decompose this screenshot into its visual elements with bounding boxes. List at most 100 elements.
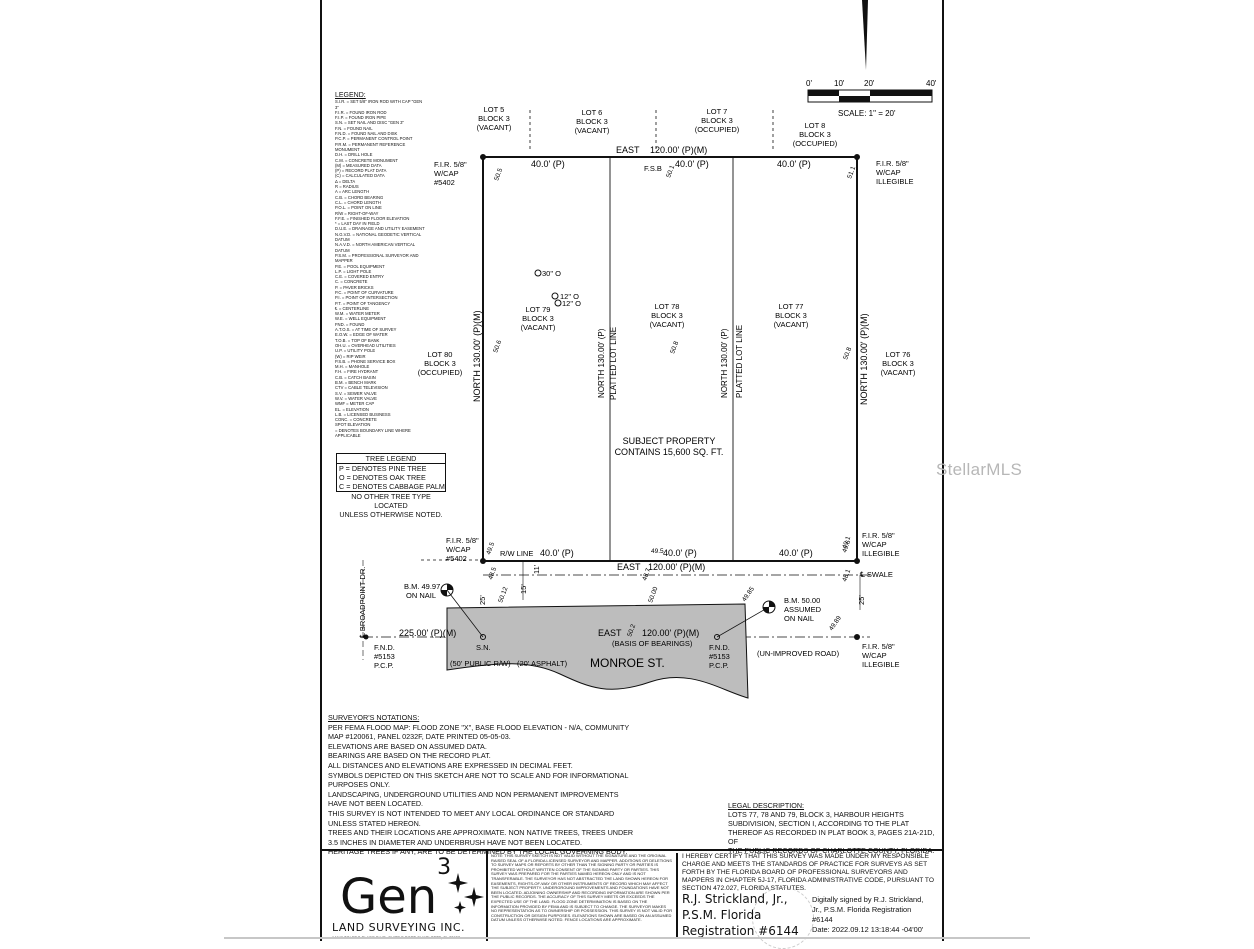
legend-item: C.M. = CONCRETE MONUMENT	[335, 157, 398, 163]
notation-line: THIS SURVEY IS NOT INTENDED TO MEET ANY …	[328, 808, 615, 818]
legend-item: N.A.V.D. = NORTH AMERICAN VERTICAL DATUM	[335, 242, 415, 253]
sn-label: S.N.	[476, 643, 491, 652]
fnd-label: P.C.P.	[709, 661, 729, 670]
legend-item: FND. = FOUND	[335, 321, 365, 327]
segment-label: 40.0' (P)	[663, 548, 697, 558]
scale-label: SCALE: 1" = 20'	[838, 109, 896, 118]
subject-property-label: SUBJECT PROPERTY	[623, 436, 716, 446]
subject-area-label: CONTAINS 15,600 SQ. FT.	[615, 447, 724, 457]
legend-item: F.N. = FOUND NAIL	[335, 125, 373, 131]
legal-description: LEGAL DESCRIPTION: LOTS 77, 78 AND 79, B…	[728, 801, 942, 855]
legend-title: LEGEND:	[335, 92, 366, 99]
side-dimension: NORTH 130.00' (P)(M)	[859, 313, 869, 405]
monument-label: ILLEGIBLE	[862, 549, 900, 558]
scale-tick: 0'	[806, 79, 812, 88]
benchmark-left-icon	[440, 583, 484, 638]
scale-tick: 10'	[834, 79, 845, 88]
lot-label: LOT 6	[582, 108, 603, 117]
tree-legend-item: O = DENOTES OAK TREE	[339, 473, 426, 482]
tree-legend: TREE LEGEND P = DENOTES PINE TREE O = DE…	[336, 453, 446, 492]
notation-line: ELEVATIONS ARE BASED ON ASSUMED DATA.	[328, 741, 487, 751]
digital-signature: Digitally signed by R.J. Strickland, Jr.…	[812, 895, 942, 935]
street-name: MONROE ST.	[590, 656, 665, 670]
legend-item: R = RADIUS	[335, 184, 359, 190]
platted-lot-line: PLATTED LOT LINE	[609, 327, 618, 400]
legend-item: A.T.O.S. = AT TIME OF SURVEY	[335, 327, 397, 333]
north-arrow-icon	[862, 0, 868, 70]
monument-label: #5402	[446, 554, 467, 563]
basis-of-bearings: (BASIS OF BEARINGS)	[612, 639, 693, 648]
lot-label: LOT 80	[428, 350, 453, 359]
fnd-label: #5153	[374, 652, 395, 661]
legend-item: P.C. = POINT OF CURVATURE	[335, 289, 394, 295]
spot-elevation: 49.5	[651, 548, 664, 555]
spot-elevation: 50.12	[497, 586, 509, 604]
watermark: StellarMLS	[936, 460, 1023, 479]
legal-title: LEGAL DESCRIPTION:	[728, 801, 805, 810]
legend-item: U.P. = UTILITY POLE	[335, 348, 376, 354]
lot-label: (OCCUPIED)	[793, 139, 838, 148]
lot-label: BLOCK 3	[478, 114, 510, 123]
spot-elevation: 50.1	[665, 164, 676, 179]
lot-label: LOT 8	[805, 121, 826, 130]
scale-bar: 0' 10' 20' 40' SCALE: 1" = 20'	[806, 79, 937, 118]
monument-label: W/CAP	[862, 540, 887, 549]
fnd-label: F.N.D.	[709, 643, 730, 652]
legend-item: D.U.E. = DRAINAGE AND UTILITY EASEMENT	[335, 226, 425, 232]
legend-item: W.E. = WELL EQUIPMENT	[335, 316, 386, 322]
legend-item: B.M. = BENCH MARK	[335, 380, 377, 386]
digital-line: Date: 2022.09.12 13:18:44 -04'00'	[812, 925, 924, 934]
platted-dimension: NORTH 130.00' (P)	[597, 328, 606, 398]
fnd-label: F.N.D.	[374, 643, 395, 652]
tree-legend-item: C = DENOTES CABBAGE PALM	[339, 482, 445, 491]
legend-item: F.H. = FIRE HYDRANT	[335, 369, 379, 375]
spot-elevation: 48.5	[487, 566, 498, 581]
monument-label: F.I.R. 5/8"	[862, 531, 895, 540]
lot-label: BLOCK 3	[576, 117, 608, 126]
tree-icon	[534, 269, 542, 277]
legend-item: P.S.M. = PROFESSIONAL SURVEYOR AND MAPPE…	[335, 252, 419, 264]
legend-item: C. = CONCRETE	[335, 279, 368, 285]
lot-label: (VACANT)	[477, 123, 512, 132]
rw-line-label: R/W LINE	[500, 549, 533, 558]
legend-item: (W) = RIP WEIR	[335, 353, 366, 359]
signature-line: R.J. Strickland, Jr.,	[682, 892, 788, 906]
lot-label: (VACANT)	[575, 126, 610, 135]
surveyor-notations: SURVEYOR'S NOTATIONS: PER FEMA FLOOD MAP…	[328, 713, 658, 857]
road-width-label: (50' PUBLIC R/W)	[450, 659, 511, 668]
legend-item: CTV = CABLE TELEVISION	[335, 385, 388, 391]
legend-item: N.G.V.D. = NATIONAL GEODETIC VERTICAL DA…	[335, 231, 422, 243]
spot-elevation: 49.89	[828, 614, 843, 632]
monument-label: ILLEGIBLE	[876, 177, 914, 186]
segment-label: 40.0' (P)	[779, 548, 813, 558]
star-icon	[448, 873, 484, 914]
notation-line: ALL DISTANCES AND ELEVATIONS ARE EXPRESS…	[328, 760, 573, 770]
legend-item: C.E. = COVERED ENTRY	[335, 274, 384, 280]
legend-item: W.V. = WATER VALVE	[335, 395, 377, 401]
benchmark-label: B.M. 49.97	[404, 582, 440, 591]
tree-legend-item: P = DENOTES PINE TREE	[339, 464, 427, 473]
subject-boundary	[482, 156, 858, 562]
notation-line: PURPOSES ONLY.	[328, 780, 391, 790]
benchmark-label: ON NAIL	[784, 614, 814, 623]
lot-label: LOT 5	[484, 105, 505, 114]
lot-label: (VACANT)	[650, 320, 685, 329]
legend-item: W.M. = WATER METER	[335, 311, 380, 317]
spot-elevation: 51.1	[846, 165, 857, 180]
lot-label: (VACANT)	[881, 368, 916, 377]
legal-line: THEREOF AS RECORDED IN PLAT BOOK 3, PAGE…	[728, 828, 935, 846]
benchmark-label: ASSUMED	[784, 605, 822, 614]
lot-label: (VACANT)	[774, 320, 809, 329]
legend-item: C.B. = CHORD BEARING	[335, 194, 384, 200]
road-asphalt-label: (20' ASPHALT)	[517, 659, 568, 668]
legend-item: P.R.M. = PERMANENT REFERENCE MONUMENT	[335, 141, 406, 152]
legend-item: E.O.W. = EDGE OF WATER	[335, 332, 388, 338]
company-name: LAND SURVEYING INC.	[332, 921, 466, 934]
legend-item: A = ARC LENGTH	[335, 189, 370, 195]
side-dimension: NORTH 130.00' (P)(M)	[472, 310, 482, 402]
legend-item: SPOT ELEVATION	[335, 422, 371, 428]
road-dim-15: 15'	[519, 584, 528, 594]
dist-225: 225.00' (P)(M)	[399, 628, 456, 638]
spot-elevation: 49.1	[841, 535, 852, 550]
